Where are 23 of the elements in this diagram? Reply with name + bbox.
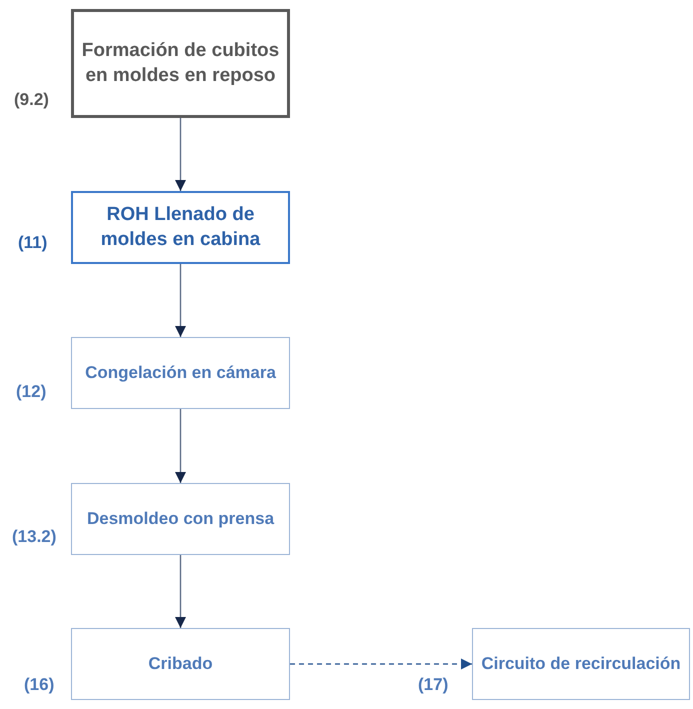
process-box xyxy=(472,628,690,700)
process-box xyxy=(71,9,290,118)
process-label: Desmoldeo con prensa xyxy=(86,508,276,530)
step-number: (16) xyxy=(24,675,54,695)
process-label: Circuito de recirculación xyxy=(480,652,682,675)
step-number: (9.2) xyxy=(14,90,49,110)
step-number: (12) xyxy=(16,382,46,402)
step-number: (13.2) xyxy=(12,527,56,547)
arrow xyxy=(175,409,186,483)
arrow xyxy=(175,555,186,628)
process-label: Congelación en cámara xyxy=(84,362,277,384)
dashed-arrow xyxy=(290,658,472,670)
arrow xyxy=(175,264,186,337)
process-label: Cribado xyxy=(147,652,214,675)
arrow xyxy=(175,118,186,191)
process-label: Formación de cubitos en moldes en reposo xyxy=(80,38,280,88)
step-number: (17) xyxy=(418,675,448,695)
process-box xyxy=(71,628,290,700)
process-label: ROH Llenado de moldes en cabina xyxy=(100,202,262,252)
process-box xyxy=(71,483,290,555)
process-box xyxy=(71,191,290,264)
step-number: (11) xyxy=(18,233,48,253)
process-box xyxy=(71,337,290,409)
